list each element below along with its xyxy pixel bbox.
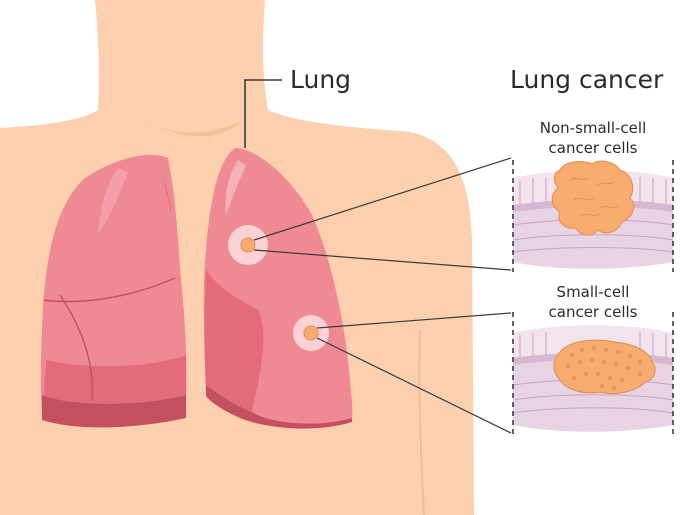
sclc-site xyxy=(304,326,318,340)
sclc-label-line2: cancer cells xyxy=(549,303,638,321)
nsclc-tumor xyxy=(552,161,633,235)
title-lung-cancer: Lung cancer xyxy=(510,65,664,94)
sclc-label-line1: Small-cell xyxy=(557,283,630,301)
lung-label: Lung xyxy=(290,65,351,94)
inset-non-small-cell xyxy=(513,160,673,272)
nsclc-site xyxy=(241,238,255,252)
inset-small-cell xyxy=(513,312,673,437)
nsclc-label-line1: Non-small-cell xyxy=(540,119,647,137)
nsclc-label-line2: cancer cells xyxy=(549,139,638,157)
